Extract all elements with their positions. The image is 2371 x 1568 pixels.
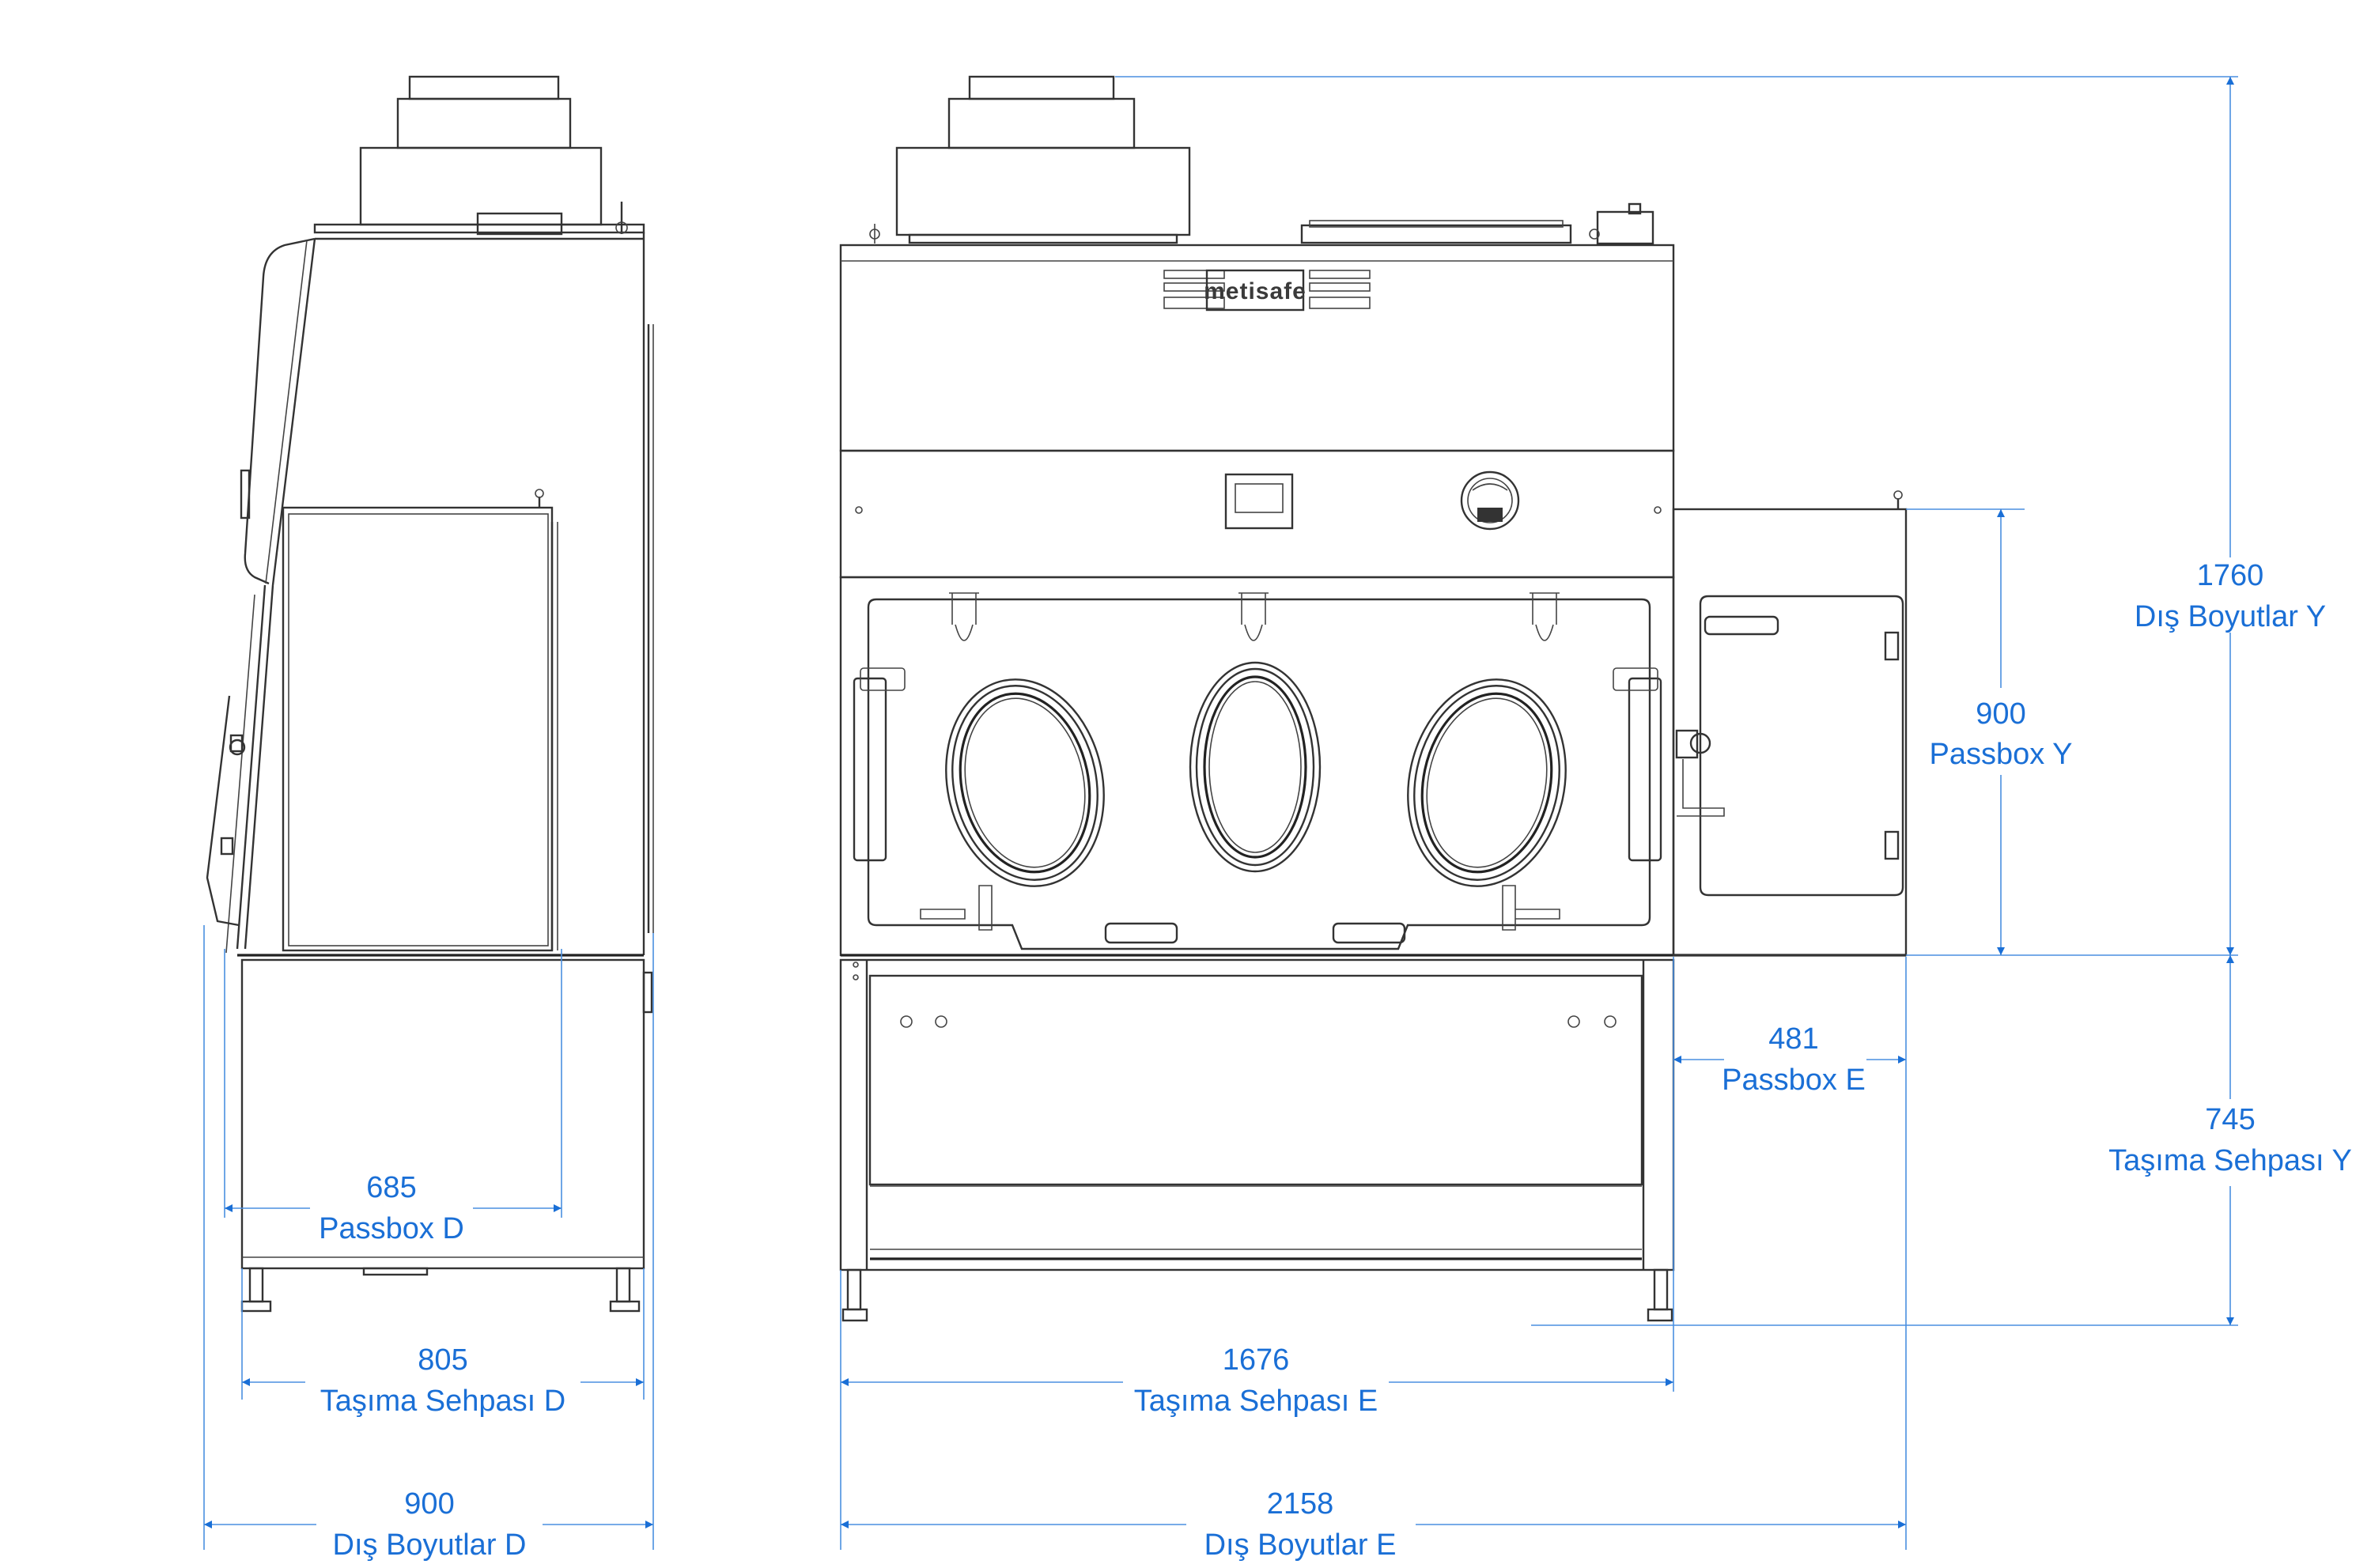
dimension-label-tasima-sehpasi-d: 805 Taşıma Sehpası D <box>320 1343 565 1418</box>
front-view: metisafe <box>839 75 1908 1322</box>
dimension-caption: Taşıma Sehpası D <box>320 1385 565 1418</box>
dimension-lines <box>203 76 2238 1550</box>
dimension-caption: Dış Boyutlar E <box>1204 1528 1397 1562</box>
passbox <box>1672 490 1908 957</box>
dimension-label-passbox-d: 685 Passbox D <box>319 1171 464 1245</box>
dimension-label-passbox-e: 481 Passbox E <box>1722 1022 1866 1097</box>
dimension-value: 745 <box>2205 1103 2255 1136</box>
dimension-value: 900 <box>404 1487 454 1521</box>
dimension-label-passbox-y: 900 Passbox Y <box>1930 697 2073 771</box>
logo-plate: metisafe <box>1163 269 1371 312</box>
dimension-label-tasima-sehpasi-e: 1676 Taşıma Sehpası E <box>1134 1343 1378 1418</box>
dimension-caption: Passbox D <box>319 1212 464 1245</box>
dimension-value: 900 <box>1976 697 2025 731</box>
dimension-caption: Passbox E <box>1722 1064 1866 1097</box>
dimension-caption: Taşıma Sehpası E <box>1134 1385 1378 1418</box>
side-view <box>206 75 654 1313</box>
dimension-label-dis-boyutlar-e: 2158 Dış Boyutlar E <box>1204 1487 1397 1562</box>
dimension-value: 2158 <box>1267 1487 1334 1521</box>
glove-port-left <box>945 678 1105 887</box>
dimension-value: 805 <box>418 1343 467 1377</box>
stand <box>839 958 1675 1322</box>
dimension-value: 685 <box>366 1171 416 1204</box>
dimension-label-tasima-sehpasi-y: 745 Taşıma Sehpası Y <box>2108 1103 2352 1177</box>
dimension-label-dis-boyutlar-y: 1760 Dış Boyutlar Y <box>2135 559 2326 633</box>
glove-port-center <box>1189 661 1322 873</box>
dimension-caption: Dış Boyutlar Y <box>2135 600 2326 633</box>
dimension-label-dis-boyutlar-d: 900 Dış Boyutlar D <box>333 1487 527 1562</box>
dimension-caption: Passbox Y <box>1930 738 2073 771</box>
dimension-value: 481 <box>1768 1022 1818 1056</box>
dimension-value: 1676 <box>1223 1343 1290 1377</box>
dimension-value: 1760 <box>2197 559 2264 592</box>
brand-logo-text: metisafe <box>1204 278 1307 304</box>
glove-port-right <box>1407 678 1567 887</box>
dimension-caption: Dış Boyutlar D <box>333 1528 527 1562</box>
dimension-caption: Taşıma Sehpası Y <box>2108 1144 2352 1177</box>
